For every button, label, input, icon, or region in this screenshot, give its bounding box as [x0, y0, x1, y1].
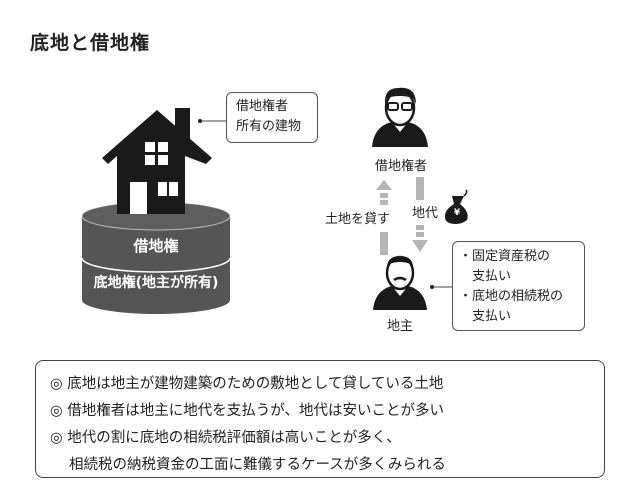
tenant-label: 借地権者 [374, 159, 427, 174]
money-bag-icon [444, 189, 468, 224]
landowner-person-icon [373, 255, 427, 310]
lend-land-label: 土地を貸す [325, 212, 391, 227]
lend-land-arrow-up [376, 180, 392, 255]
bullet-marker: ◎ [50, 376, 63, 392]
page-title: 底地と借地権 [30, 32, 151, 54]
callout-line: 借地権者 [236, 99, 289, 114]
yen-symbol: ¥ [453, 208, 461, 218]
landowner-duties-box: ・固定資産税の 支払い ・底地の相続税の 支払い [452, 241, 585, 331]
rent-label: 地代 [412, 206, 439, 221]
land-cylinder [81, 201, 231, 314]
duty-line: 支払い [472, 309, 512, 324]
summary-text: 地代の割に底地の相続税評価額は高いことが多く、 [67, 430, 401, 446]
tenant-person-icon [372, 87, 428, 147]
duty-line: ・底地の相続税の [459, 289, 564, 304]
landowner-label: 地主 [387, 319, 414, 334]
bullet-marker: ◎ [50, 403, 63, 419]
rent-arrow-down [412, 177, 428, 252]
bullet-marker: ◎ [50, 430, 63, 446]
building-callout: 借地権者 所有の建物 [226, 92, 318, 143]
house-icon [102, 108, 212, 214]
leasehold-layer-label: 借地権 [133, 237, 179, 255]
summary-point: ◎ 借地権者は地主に地代を支払うが、地代は安いことが多い [50, 398, 604, 425]
summary-box: ◎ 底地は地主が建物建築のための敷地として貸している土地 ◎ 借地権者は地主に地… [35, 360, 605, 478]
summary-point: ◎ 地代の割に底地の相続税評価額は高いことが多く、 [50, 425, 604, 452]
summary-text-continuation: 相続税の納税資金の工面に難儀するケースが多くみられる [69, 457, 446, 473]
duty-line: 支払い [472, 269, 512, 284]
summary-point: ◎ 底地は地主が建物建築のための敷地として貸している土地 [50, 371, 604, 398]
summary-text: 借地権者は地主に地代を支払うが、地代は安いことが多い [67, 403, 444, 419]
duty-line: ・固定資産税の [459, 249, 551, 264]
land-ownership-layer-label: 底地権(地主が所有) [93, 275, 219, 291]
callout-line: 所有の建物 [236, 119, 302, 134]
summary-text: 底地は地主が建物建築のための敷地として貸している土地 [67, 376, 444, 392]
